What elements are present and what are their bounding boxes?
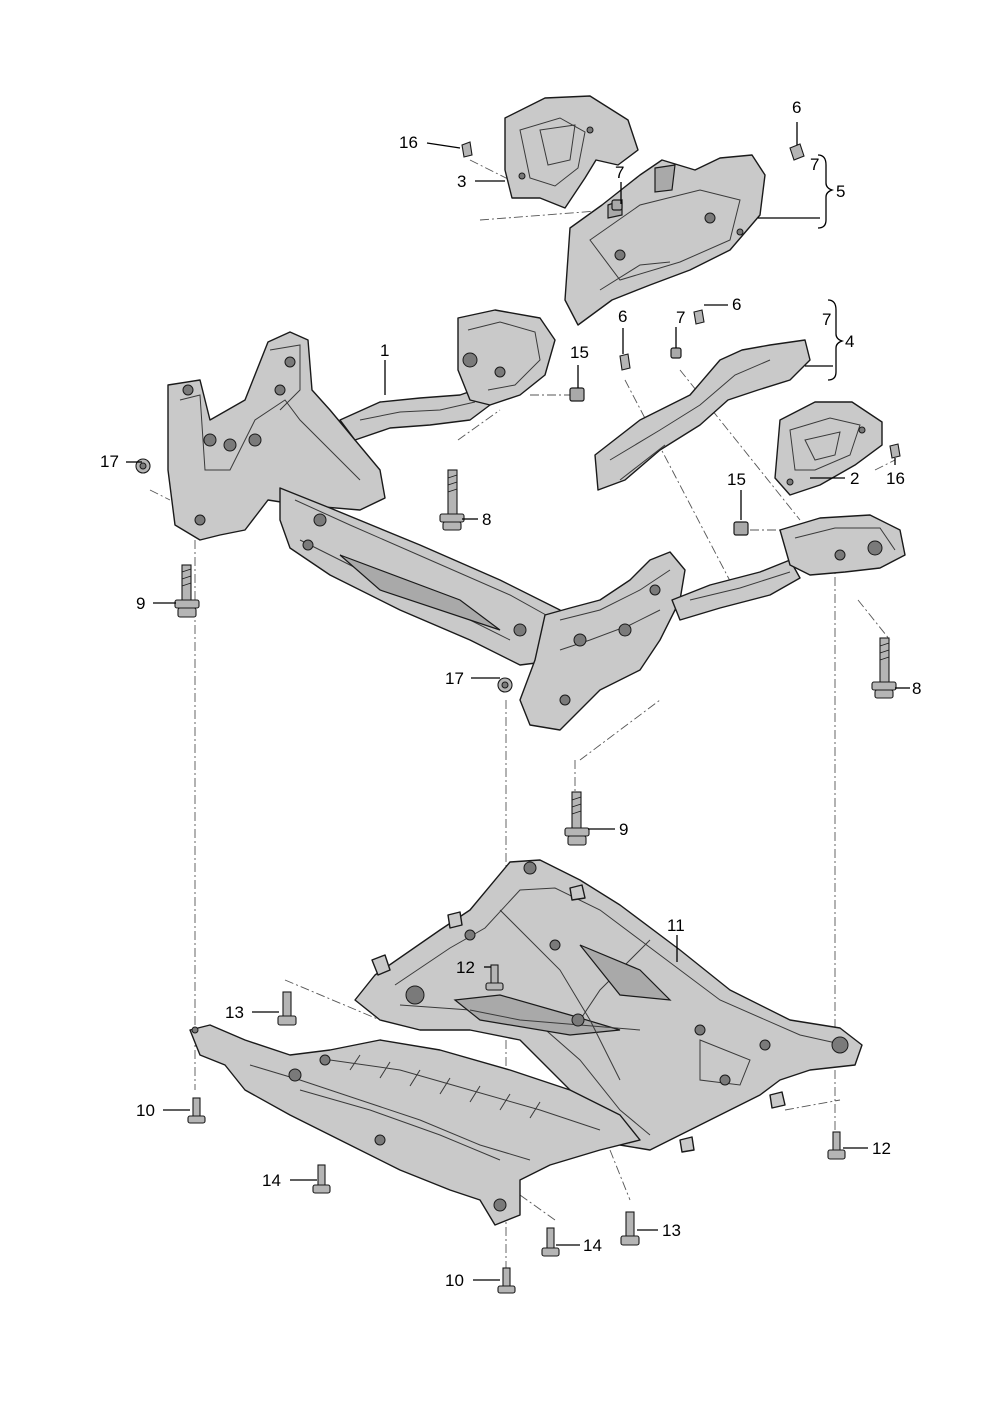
clip-nut-7a <box>611 199 623 211</box>
bolt-14b <box>541 1227 560 1257</box>
reinforcement-frame-lower <box>354 859 863 1153</box>
callout-6c: 6 <box>732 295 741 314</box>
callout-13b: 13 <box>662 1221 681 1240</box>
screw-6a <box>789 143 805 161</box>
bolt-8a <box>439 469 465 531</box>
clip-nut-7b <box>670 347 682 359</box>
bolt-10b <box>497 1267 516 1294</box>
leader-lines <box>126 122 910 1281</box>
rubber-block-15a <box>569 387 585 402</box>
callout-8b: 8 <box>912 679 921 698</box>
bolt-9a <box>174 564 200 618</box>
callout-7b: 7 <box>676 308 685 327</box>
callout-9b: 9 <box>619 820 628 839</box>
callout-16a: 16 <box>399 133 418 152</box>
panel-ribs <box>349 1054 541 1119</box>
callout-14b: 14 <box>583 1236 602 1255</box>
screw-6c <box>693 309 705 325</box>
callout-10a: 10 <box>136 1101 155 1120</box>
screw-16a <box>461 141 473 158</box>
callout-7d: 7 <box>822 310 831 329</box>
callout-1: 1 <box>380 341 389 360</box>
callout-labels: 16 3 7 6 7 5 1 15 6 7 6 7 4 2 16 15 17 8… <box>100 98 921 1290</box>
screw-16b <box>889 443 901 459</box>
bolt-9b <box>564 791 590 846</box>
heat-shield-small-right <box>774 401 883 496</box>
bolt-12b <box>827 1131 846 1160</box>
callout-13a: 13 <box>225 1003 244 1022</box>
bolt-12a <box>485 964 504 991</box>
callout-4: 4 <box>845 332 854 351</box>
callout-14a: 14 <box>262 1171 281 1190</box>
callout-2: 2 <box>850 469 859 488</box>
callout-7a: 7 <box>615 163 624 182</box>
callout-12a: 12 <box>456 958 475 977</box>
callout-12b: 12 <box>872 1139 891 1158</box>
callout-9a: 9 <box>136 594 145 613</box>
callout-15b: 15 <box>727 470 746 489</box>
callout-10b: 10 <box>445 1271 464 1290</box>
heat-shield-middle-right <box>594 339 811 491</box>
callout-6b: 6 <box>618 307 627 326</box>
callout-17b: 17 <box>445 669 464 688</box>
callout-15a: 15 <box>570 343 589 362</box>
heat-shield-upper-left <box>504 95 639 209</box>
bolt-10a <box>187 1097 206 1124</box>
grouping-braces <box>817 154 845 381</box>
callout-5: 5 <box>836 182 845 201</box>
bolts <box>174 469 897 1294</box>
bolt-8b <box>871 637 897 699</box>
bolt-13a <box>277 991 297 1026</box>
front-axle-subframe <box>167 309 906 731</box>
callout-7c: 7 <box>810 155 819 174</box>
callout-17a: 17 <box>100 452 119 471</box>
bolt-13b <box>620 1211 640 1246</box>
rubber-block-15b <box>733 521 749 536</box>
callout-11: 11 <box>667 916 685 935</box>
callout-16b: 16 <box>886 469 905 488</box>
bolt-14a <box>312 1164 331 1194</box>
underbody-panel <box>189 1024 641 1226</box>
callout-3: 3 <box>457 172 466 191</box>
screw-6b <box>619 353 631 371</box>
callout-8a: 8 <box>482 510 491 529</box>
callout-6a: 6 <box>792 98 801 117</box>
